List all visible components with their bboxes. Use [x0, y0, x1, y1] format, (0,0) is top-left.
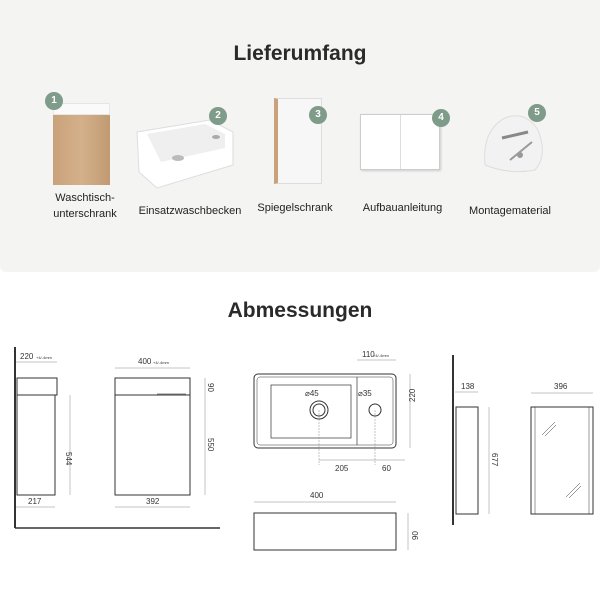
label-line1: Waschtisch-: [55, 192, 115, 204]
mounting-kit-image: [484, 115, 543, 173]
vanity-unit-image: [53, 103, 110, 187]
dim-tap-to-edge: 60: [382, 464, 391, 473]
mirror-front-drawing: 396: [530, 382, 594, 515]
dim-drain-diameter: ⌀45: [305, 389, 319, 398]
dim-tolerance: +4/-4mm: [373, 353, 390, 358]
dim-front-width-top: 400: [138, 357, 152, 366]
item-vanity-label: Waschtisch-unterschrank: [35, 190, 135, 222]
dim-front-top-height: 90: [206, 383, 215, 392]
dimensions-title: Abmessungen: [227, 299, 373, 322]
dim-front-width-bottom: 392: [146, 497, 160, 506]
badge-2: 2: [209, 107, 227, 125]
basin-front-drawing: 400 90: [253, 491, 420, 551]
dim-mirror-width: 396: [554, 382, 568, 391]
mirror-side-drawing: 138 677: [452, 355, 499, 525]
dim-side-height: 544: [64, 452, 73, 466]
label-line2: unterschrank: [53, 208, 117, 220]
dim-tap-offset: 110: [362, 350, 375, 359]
dim-basin-height: 90: [411, 531, 420, 540]
dim-side-depth-bottom: 217: [28, 497, 42, 506]
item-mounting-label: Montagematerial: [469, 205, 551, 217]
badge-3: 3: [309, 106, 327, 124]
item-mirror-label: Spiegelschrank: [257, 202, 333, 214]
badge-5: 5: [528, 104, 546, 122]
badge-4: 4: [432, 109, 450, 127]
cabinet-front-drawing: 400 +4/-4mm 90 550 392: [114, 357, 215, 508]
dim-drain-to-tap: 205: [335, 464, 349, 473]
dim-mirror-height: 677: [490, 453, 499, 467]
item-basin-label: Einsatzwaschbecken: [138, 205, 242, 217]
dim-tolerance: +4/-4mm: [36, 355, 53, 360]
basin-top-drawing: 110 +4/-4mm ⌀45 ⌀35 220 205 60: [253, 350, 417, 473]
dim-mirror-depth: 138: [461, 382, 475, 391]
basin-image: [136, 119, 234, 189]
dim-tap-diameter: ⌀35: [358, 389, 372, 398]
dim-tolerance: +4/-4mm: [153, 360, 170, 365]
dim-side-depth-top: 220: [20, 352, 34, 361]
dimension-drawings: 220 +4/-4mm 544 217 400 +4/-4mm 90 550 3…: [14, 347, 594, 551]
dim-front-height: 550: [206, 438, 215, 452]
dim-basin-width: 400: [310, 491, 324, 500]
manual-image: [360, 114, 440, 170]
item-manual-label: Aufbauanleitung: [362, 202, 443, 214]
dim-basin-depth: 220: [408, 388, 417, 402]
delivery-title: Lieferumfang: [233, 42, 367, 65]
badge-1: 1: [45, 92, 63, 110]
cabinet-side-drawing: 220 +4/-4mm 544 217: [14, 347, 220, 529]
